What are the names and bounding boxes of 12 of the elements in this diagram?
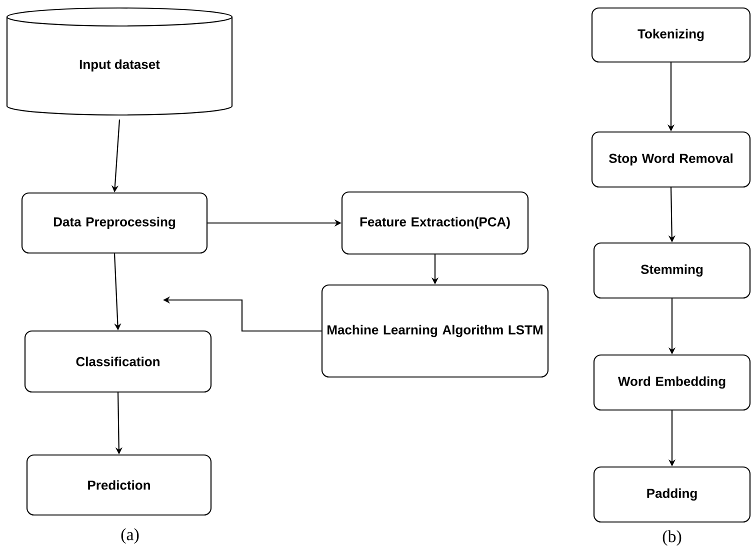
process-box: Stop Word Removal: [591, 131, 751, 188]
process-box: Stemming: [593, 242, 751, 299]
process-box: Data Preprocessing: [21, 192, 208, 254]
process-box: Machine Learning Algorithm LSTM: [321, 284, 549, 378]
database-cylinder: Input dataset: [6, 7, 233, 116]
process-box: Word Embedding: [593, 354, 751, 411]
process-box: Prediction: [26, 454, 212, 516]
node-label: Input dataset: [80, 59, 160, 72]
process-box: Classification: [24, 330, 212, 393]
process-box: Feature Extraction(PCA): [341, 191, 529, 255]
process-box: Padding: [593, 466, 751, 523]
process-box: Tokenizing: [591, 7, 751, 63]
